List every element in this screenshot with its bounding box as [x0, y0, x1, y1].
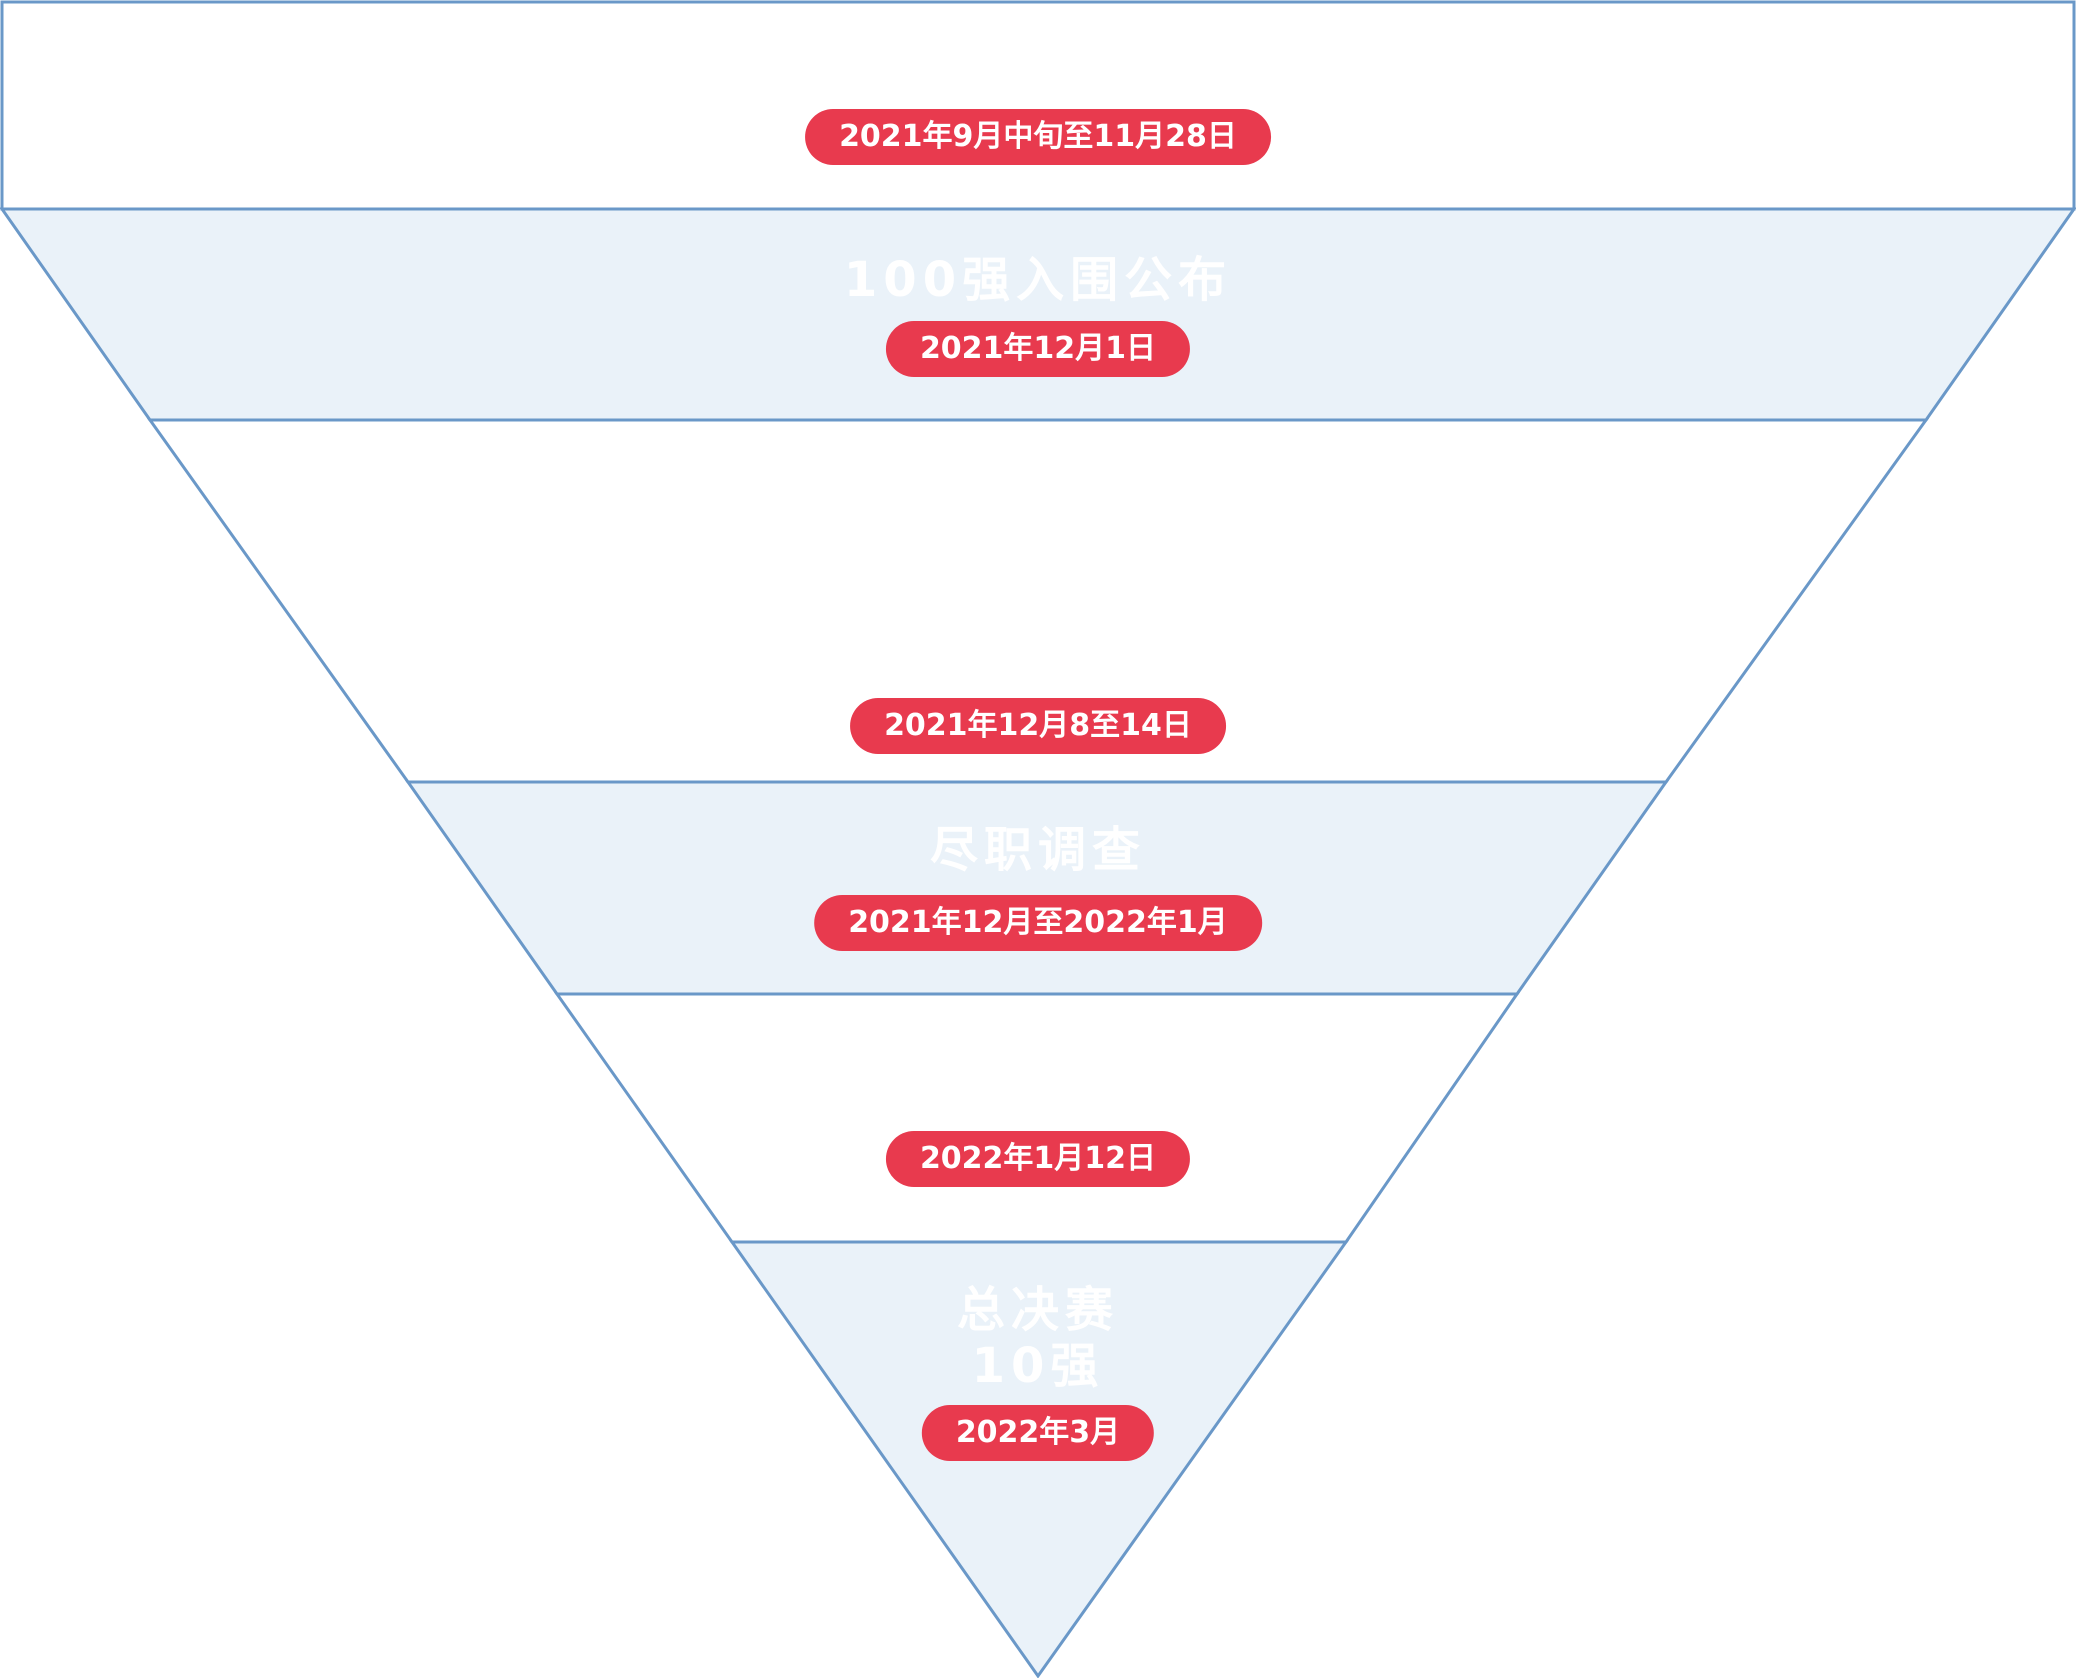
stage-2-band [0, 207, 2076, 422]
stage-1-date-pill: 2021年9月中旬至11月28日 [805, 109, 1271, 165]
stage-2-date-pill: 2021年12月1日 [885, 321, 1191, 377]
stage-5-band [554, 992, 1520, 1244]
stage-1-band [0, 0, 2076, 211]
stage-2-title: 100强入围公布 [843, 252, 1233, 308]
stage-5-date-pill: 2022年1月12日 [885, 1131, 1191, 1187]
stage-4-date-pill: 2021年12月至2022年1月 [814, 895, 1262, 951]
stage-3-date-pill: 2021年12月8至14日 [850, 698, 1226, 754]
stage-6-title: 总决赛 10强 [956, 1282, 1119, 1394]
stage-4-title: 尽职调查 [929, 822, 1146, 878]
stage-4-band [405, 780, 1669, 996]
stage-6-date-pill: 2022年3月 [921, 1405, 1155, 1461]
